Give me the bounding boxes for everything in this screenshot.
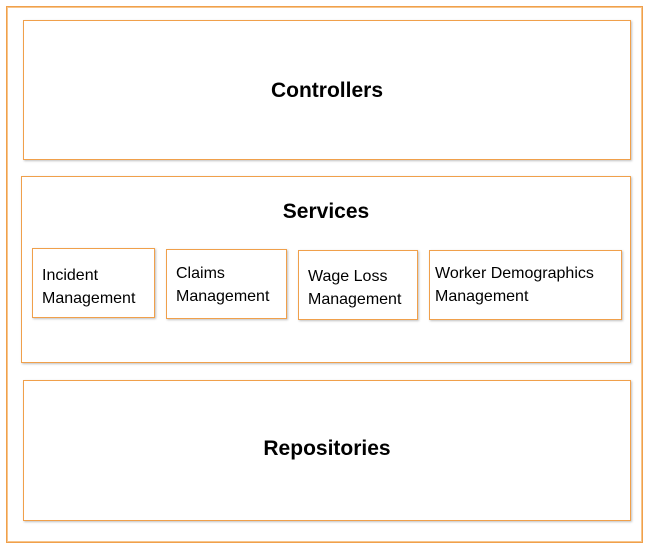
service-claims-management: Claims Management [166,249,287,319]
repositories-layer: Repositories [23,380,631,521]
services-layer-title: Services [282,200,370,223]
controllers-layer: Controllers [23,20,631,160]
service-wage-loss-management: Wage Loss Management [298,250,418,320]
controllers-layer-title: Controllers [270,79,383,102]
repositories-layer-title: Repositories [263,437,391,460]
service-incident-management: Incident Management [32,248,155,318]
services-layer: Services Incident Management Claims Mana… [21,176,631,363]
service-worker-demographics-management: Worker Demographics Management [429,250,622,320]
